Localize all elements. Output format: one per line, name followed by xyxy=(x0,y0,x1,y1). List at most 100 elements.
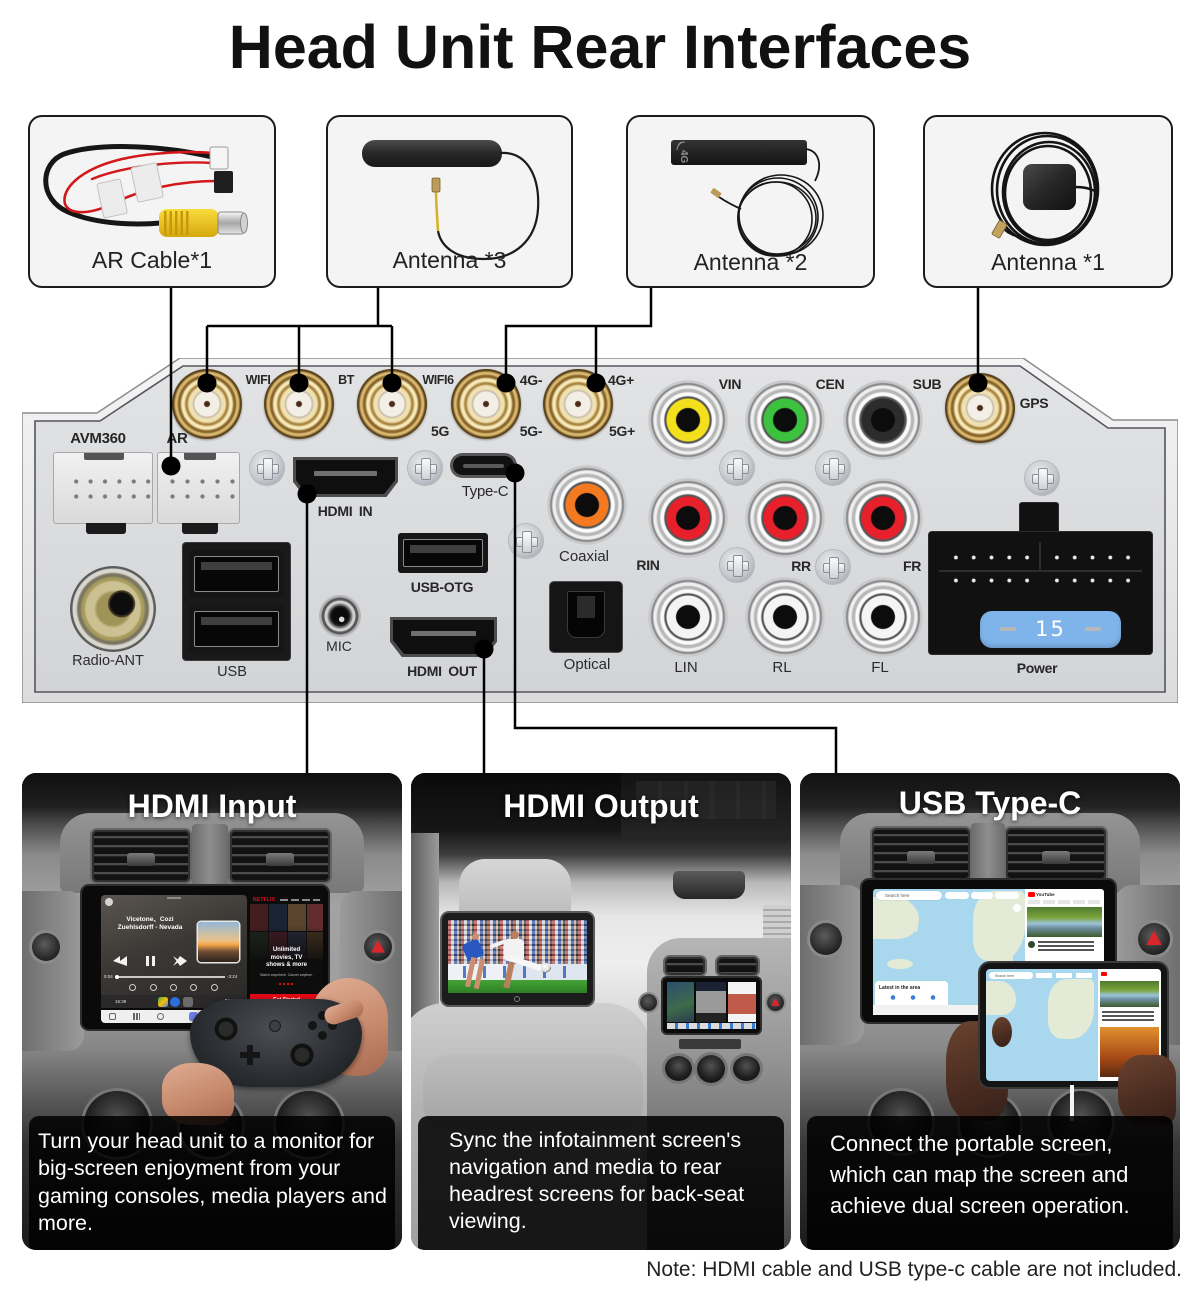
pin-group-divider xyxy=(1039,542,1041,570)
ar-connector xyxy=(157,452,240,534)
air-vent-left xyxy=(872,828,970,880)
connector-clip xyxy=(86,523,126,534)
accessory-antenna-1: Antenna *1 xyxy=(923,115,1173,288)
antenna-badge: 4G xyxy=(678,150,689,164)
panel-screw xyxy=(250,451,284,485)
clock: 16:39 xyxy=(115,999,127,1004)
vent-divider xyxy=(192,824,228,886)
page-title: Head Unit Rear Interfaces xyxy=(228,13,972,81)
favorite-icon xyxy=(150,984,157,991)
disclaimer-note: Note: HDMI cable and USB type-c cable ar… xyxy=(646,1258,1182,1281)
player-white-head xyxy=(511,931,519,939)
feature-description: Connect the portable screen, which can m… xyxy=(830,1128,1130,1221)
connector-pins xyxy=(165,474,240,504)
port-label-bt: BT xyxy=(338,373,354,387)
thumb-left xyxy=(992,1017,1012,1047)
map-landmass-asia xyxy=(873,897,919,939)
cable-tag xyxy=(130,162,164,203)
description-line: headrest screens for back-seat xyxy=(449,1182,745,1207)
clock-display xyxy=(679,1039,741,1049)
fuse-contact xyxy=(1000,627,1016,631)
rca-jack-lin xyxy=(648,577,728,657)
previous-icon xyxy=(113,956,127,966)
video-title-lines xyxy=(1038,941,1094,951)
description-line: achieve dual screen operation. xyxy=(830,1192,1130,1218)
antenna-cable xyxy=(805,148,820,182)
black-plug-connector xyxy=(214,171,233,193)
climate-knob xyxy=(697,1055,725,1083)
climate-knob xyxy=(665,1056,692,1081)
port-label-ar: AR xyxy=(166,430,188,447)
gps-puck xyxy=(1023,164,1076,210)
port-label-hdmi-out: HDMI OUT xyxy=(407,663,477,679)
feature-caption: Connect the portable screen, which can m… xyxy=(807,1116,1173,1250)
cable-coil xyxy=(737,174,824,257)
vent-louver-tab xyxy=(127,852,155,867)
elapsed-time: 0:04 xyxy=(104,974,113,979)
head-unit-screen xyxy=(663,978,760,1033)
description-line: navigation and media to rear xyxy=(449,1154,722,1179)
description-line: Sync the infotainment screen's xyxy=(449,1127,742,1152)
port-label-gps: GPS xyxy=(1019,395,1049,411)
playback-controls xyxy=(113,956,187,966)
accessory-antenna-2: 4G Antenna *2 xyxy=(626,115,875,288)
sma-jack-bt xyxy=(264,369,334,439)
music-app-icon xyxy=(189,1012,198,1021)
air-vent-right xyxy=(230,830,330,882)
app-dock xyxy=(667,1023,756,1029)
usb-c-cable xyxy=(1070,1085,1074,1121)
power-connector-tab xyxy=(1020,503,1058,537)
rca-jack-rin xyxy=(648,478,728,558)
port-label-power: Power xyxy=(1016,660,1058,676)
port-label-hdmi-in: HDMI IN xyxy=(317,503,373,519)
port-label-optical: Optical xyxy=(563,656,611,673)
vent-louver-tab xyxy=(907,850,935,865)
rca-jack-rl xyxy=(745,577,825,657)
feature-title: USB Type-C xyxy=(898,785,1082,821)
soccer-broadcast xyxy=(448,920,587,993)
rca-plug-grip xyxy=(164,211,189,235)
vent-louver-tab xyxy=(266,852,294,867)
video-feed-panel xyxy=(728,982,756,1022)
antenna-lead xyxy=(718,196,742,210)
pin-row-divider xyxy=(939,570,1142,572)
feature-card-hdmi-output: HDMI Output Sync the infotainment screen… xyxy=(411,773,791,1250)
search-placeholder: Search here xyxy=(995,973,1015,978)
port-sublabel-5g-minus: 5G- xyxy=(519,423,543,439)
hdmi-in-port xyxy=(293,457,398,497)
port-sublabel-5g: 5G xyxy=(430,423,450,439)
cable-tag xyxy=(96,178,128,219)
face-button xyxy=(308,1021,317,1030)
map-landmass-north-america xyxy=(1048,979,1094,1039)
channel-avatar xyxy=(1028,941,1035,948)
video-app-name: YouTube xyxy=(1036,891,1055,897)
antenna-connector xyxy=(991,220,1008,239)
connector-clip xyxy=(182,523,218,534)
panel-screw xyxy=(816,550,850,584)
accessory-label: Antenna *1 xyxy=(991,249,1105,275)
port-label-cen: CEN xyxy=(815,376,845,392)
power-pins-left xyxy=(947,546,1036,592)
port-label-vin: VIN xyxy=(718,376,742,392)
accessory-ar-cable: AR Cable*1 xyxy=(28,115,276,288)
pause-icon xyxy=(146,956,149,966)
cable-coil xyxy=(990,131,1100,247)
port-label-mic: MIC xyxy=(326,638,352,654)
dashboard-left-panel xyxy=(800,885,864,1045)
camera-app-icon xyxy=(183,996,193,1007)
usb-port-lower xyxy=(189,605,284,653)
vent-louver-tab xyxy=(1042,850,1070,865)
netflix-panel: NETFLIX Unlimited movies, TV shows & mor… xyxy=(250,895,323,1008)
air-vent-left xyxy=(92,830,190,882)
connector-latch-slot xyxy=(84,453,124,460)
rca-jack-cen xyxy=(745,380,825,460)
description-line: viewing. xyxy=(449,1209,527,1234)
dashboard-left-panel xyxy=(22,891,84,1051)
video-app-logo-icon xyxy=(1028,892,1035,897)
white-plug-connector xyxy=(209,146,229,170)
hdmi-out-port xyxy=(390,617,497,657)
locate-icon xyxy=(1013,904,1021,912)
face-button xyxy=(318,1031,327,1040)
power-pins-right xyxy=(1048,546,1137,592)
monitor-power-button xyxy=(514,996,520,1002)
